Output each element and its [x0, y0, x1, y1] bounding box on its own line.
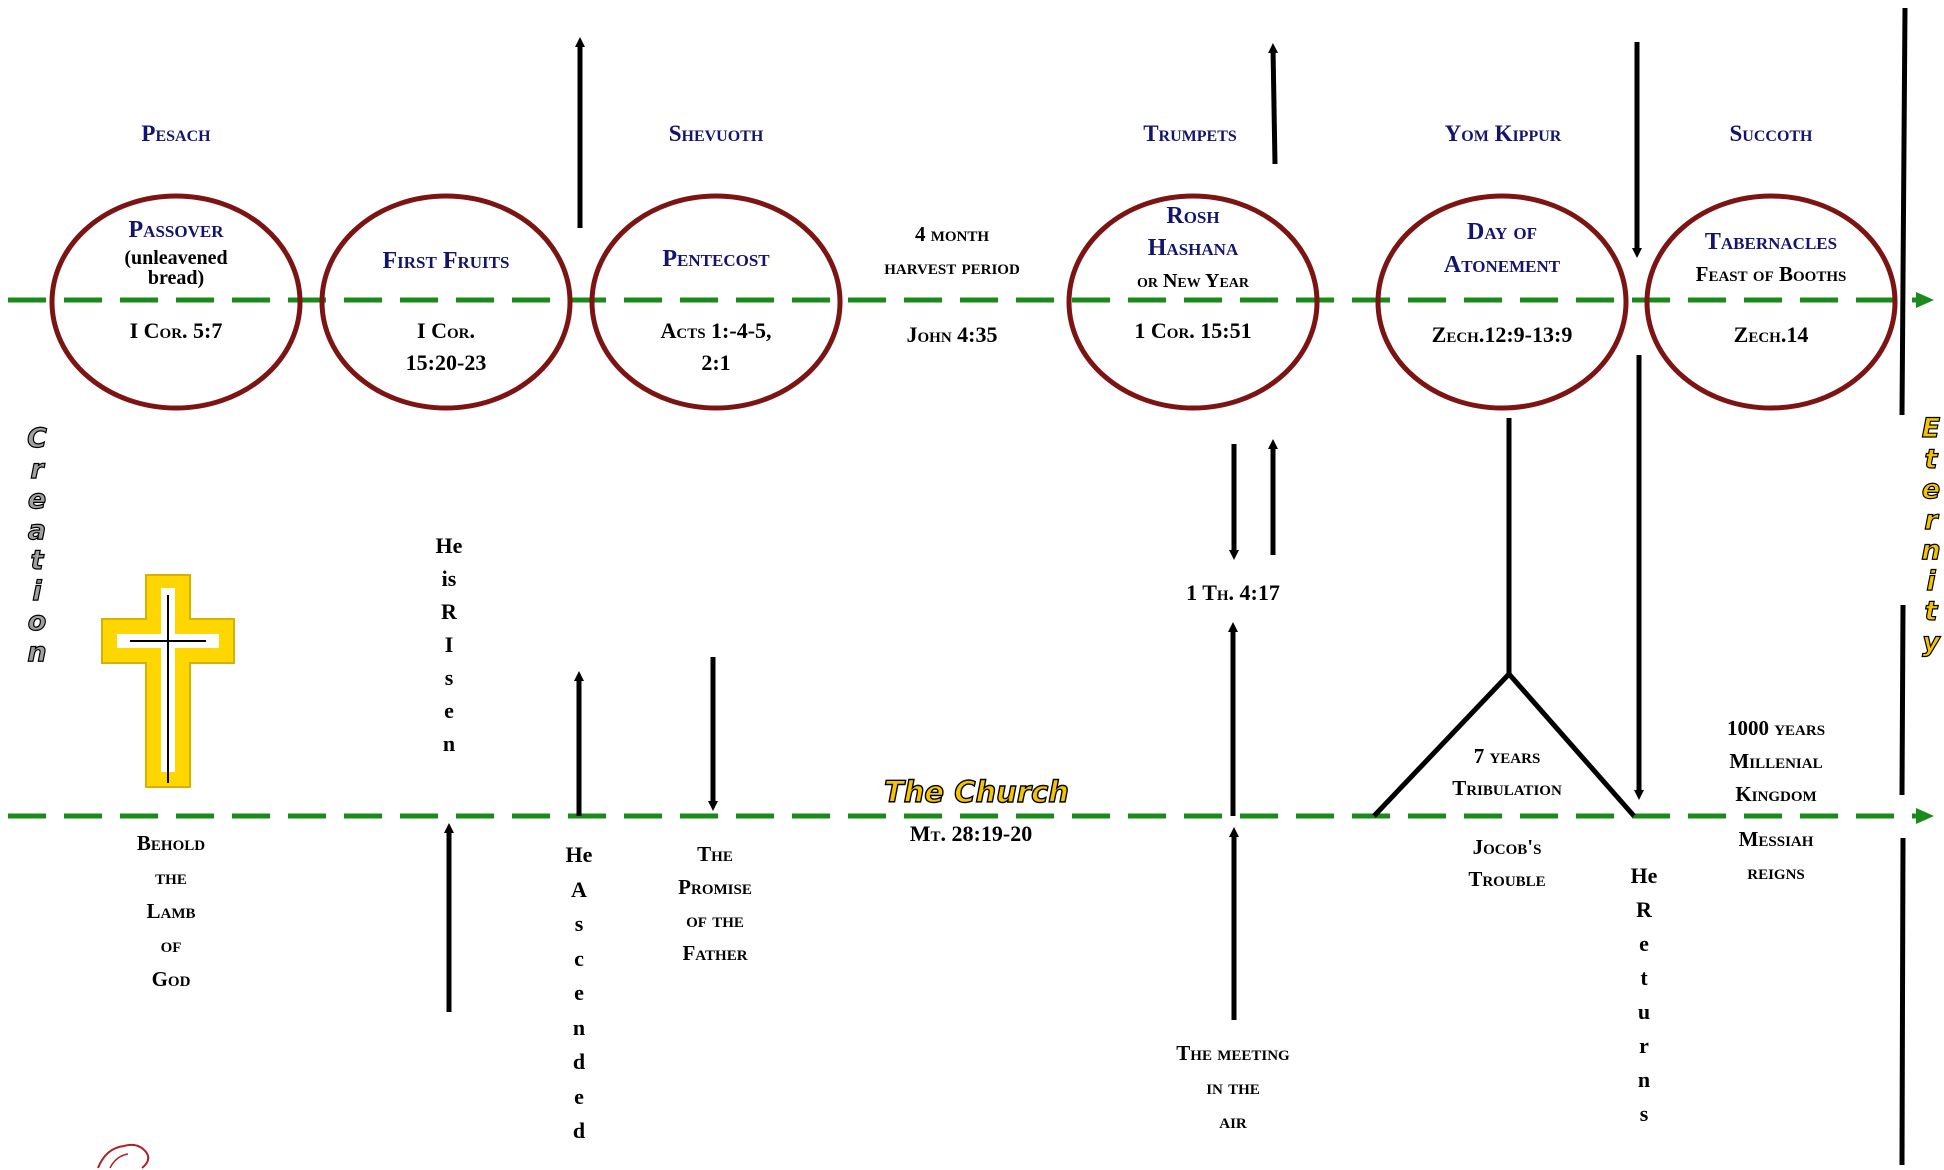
- first-fruits-ref-2: 15:20-23: [405, 350, 487, 375]
- tabernacles-circle: [1644, 193, 1898, 411]
- meeting-line-3: air: [1219, 1109, 1247, 1133]
- rosh-ref: 1 Cor. 15:51: [1134, 318, 1252, 343]
- harvest-line-2: harvest period: [884, 255, 1020, 279]
- millennium-block: 1000 years Millenial Kingdom: [1676, 712, 1876, 811]
- church-label: The Church: [883, 774, 1069, 809]
- promise-line-1: The: [697, 842, 733, 866]
- behold-line-5: God: [151, 967, 191, 991]
- eternity-label: E t e r n i t y: [1921, 413, 1941, 658]
- tribulation-years: 7 years: [1473, 744, 1541, 768]
- behold-line-4: of: [160, 933, 182, 957]
- harvest-ref: John 4:35: [906, 322, 998, 347]
- rapture-ref: 1 Th. 4:17: [1186, 580, 1280, 605]
- booths-label: Feast of Booths: [1695, 262, 1847, 286]
- eternity-line-top: [1899, 7, 1908, 416]
- hashana-title: Hashana: [1147, 235, 1239, 261]
- passover-ref: I Cor. 5:7: [129, 318, 223, 343]
- first-fruits-circle: [319, 193, 573, 411]
- tribulation-label: Tribulation: [1452, 776, 1562, 800]
- meeting-line-2: in the: [1206, 1075, 1260, 1099]
- messiah-block: Messiah reigns: [1676, 823, 1876, 889]
- church-ref: Mt. 28:19-20: [909, 821, 1033, 846]
- behold-line-3: Lamb: [146, 899, 196, 923]
- shevuoth-label: Shevuoth: [668, 121, 764, 146]
- meeting-line-1: The meeting: [1176, 1041, 1290, 1065]
- millennium-line-3: Kingdom: [1735, 782, 1817, 806]
- promise-line-3: of the: [686, 908, 744, 932]
- eternity-line-bottom: [1899, 837, 1906, 1166]
- atonement-circle: [1375, 193, 1629, 411]
- cross-icon: [101, 574, 235, 788]
- tabernacles-ref: Zech.14: [1733, 322, 1809, 347]
- passover-circle: [49, 193, 303, 411]
- promise-line-2: Promise: [678, 875, 752, 899]
- behold-lamb-block: Behold the Lamb of God: [96, 826, 246, 996]
- yom-kippur-label: Yom Kippur: [1444, 121, 1562, 146]
- pentecost-circle: [589, 193, 843, 411]
- day-of-title: Day of: [1467, 219, 1537, 245]
- pentecost-title: Pentecost: [662, 246, 770, 272]
- first-fruits-title: First Fruits: [382, 248, 510, 274]
- he-is-risen-label: He is R I s e n: [435, 533, 463, 756]
- pentecost-ref-1: Acts 1:-4-5,: [660, 318, 772, 343]
- behold-line-1: Behold: [136, 831, 206, 855]
- pesach-label: Pesach: [141, 121, 211, 146]
- harvest-line-1: 4 month: [914, 222, 990, 246]
- passover-note-1: (unleavened: [124, 247, 228, 269]
- he-returns-label: He R e t u r n s: [1630, 863, 1658, 1126]
- he-ascended-label: He A s c e n d e d: [565, 842, 593, 1143]
- messiah-line-1: Messiah: [1738, 827, 1814, 851]
- eternity-line-mid: [1899, 604, 1906, 796]
- promise-block: The Promise of the Father: [640, 838, 790, 970]
- jacob-trouble-2: Trouble: [1468, 867, 1546, 891]
- tribulation-left-leg: [1372, 672, 1511, 818]
- passover-title: Passover: [128, 217, 224, 243]
- jacob-trouble-1: Jocob's: [1472, 835, 1542, 859]
- messiah-line-2: reigns: [1747, 860, 1805, 884]
- behold-line-2: the: [155, 865, 187, 889]
- meeting-block: The meeting in the air: [1133, 1036, 1333, 1138]
- new-year-label: or New Year: [1136, 270, 1250, 292]
- succoth-label: Succoth: [1729, 121, 1813, 146]
- trumpets-up-arrow: [1268, 43, 1279, 165]
- creation-label: C r e a t i o n: [26, 423, 47, 668]
- atonement-title: Atonement: [1443, 252, 1561, 278]
- rosh-hashana-circle: [1066, 193, 1320, 411]
- tribulation-right-leg: [1507, 672, 1636, 818]
- passover-note-2: bread): [147, 267, 205, 289]
- millennium-line-1: 1000 years: [1726, 716, 1826, 740]
- first-fruits-ref-1: I Cor.: [417, 318, 475, 343]
- pentecost-ref-2: 2:1: [701, 350, 731, 375]
- millennium-line-2: Millenial: [1729, 749, 1823, 773]
- promise-line-4: Father: [682, 941, 748, 965]
- trumpets-label: Trumpets: [1143, 121, 1237, 146]
- logo-icon: [97, 1143, 150, 1169]
- rosh-title: Rosh: [1166, 203, 1220, 229]
- tabernacles-title: Tabernacles: [1704, 229, 1838, 255]
- atonement-ref: Zech.12:9-13:9: [1431, 322, 1573, 347]
